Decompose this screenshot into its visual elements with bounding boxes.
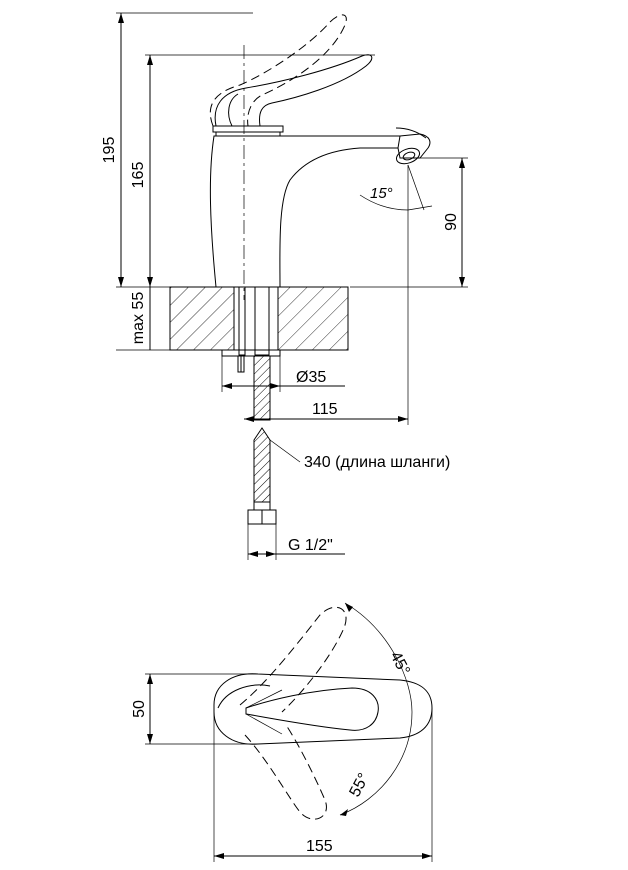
fixing-nut xyxy=(221,349,281,357)
handle-plan xyxy=(245,687,379,731)
angle-ref-inclined xyxy=(407,164,425,211)
countertop-right xyxy=(277,286,349,351)
stud-right xyxy=(254,286,270,356)
countertop-left xyxy=(169,286,235,351)
label-rotate-right: 55° xyxy=(347,771,373,800)
handle-rotated-left xyxy=(239,606,347,713)
rotation-arc xyxy=(339,602,413,816)
stud-left xyxy=(238,286,246,356)
label-max-thickness: max 55 xyxy=(130,292,147,345)
handle-raised-outline xyxy=(209,14,347,127)
label-hose-length: 340 (длина шланги) xyxy=(304,454,450,471)
hose-lower xyxy=(253,427,271,503)
label-spout-reach: 115 xyxy=(312,401,338,418)
handle-base-arc xyxy=(217,684,271,709)
aerator xyxy=(395,147,421,165)
hose-upper xyxy=(253,355,271,421)
angle-arc-end xyxy=(407,205,433,211)
body-plan xyxy=(213,673,433,745)
spout-top xyxy=(280,133,431,159)
label-thread: G 1/2" xyxy=(288,537,333,554)
side-view: 195 165 max 55 15° 9 xyxy=(101,12,468,560)
label-height-total: 195 xyxy=(101,137,118,164)
top-view: 45° 55° 50 155 xyxy=(131,602,433,862)
dim-arrows-g12 xyxy=(248,551,276,557)
mounting-hole xyxy=(233,286,279,351)
label-height-body: 165 xyxy=(130,162,147,189)
spout-tip-curve xyxy=(395,127,427,139)
hose-ferrule xyxy=(253,501,271,511)
label-rotate-left: 45° xyxy=(386,649,412,678)
label-total-length: 155 xyxy=(306,838,333,855)
handle-rotated-right xyxy=(244,724,327,820)
fixing-rod-body xyxy=(237,355,245,373)
handle-edge-1 xyxy=(245,689,283,709)
collar-top xyxy=(212,125,284,133)
handle-edge-2 xyxy=(245,713,283,735)
angle-arc-15 xyxy=(359,194,409,211)
faucet-body xyxy=(209,135,401,288)
handle-inner-line xyxy=(228,93,239,127)
label-spout-angle: 15° xyxy=(370,185,393,202)
label-handle-width: 50 xyxy=(131,700,148,718)
leader-hose-length xyxy=(269,439,301,463)
aerator-inner xyxy=(402,151,416,161)
label-spout-height: 90 xyxy=(443,213,460,231)
collar-bottom xyxy=(215,131,281,137)
label-diameter: Ø35 xyxy=(296,369,326,386)
handle-closed-outline xyxy=(214,54,373,127)
